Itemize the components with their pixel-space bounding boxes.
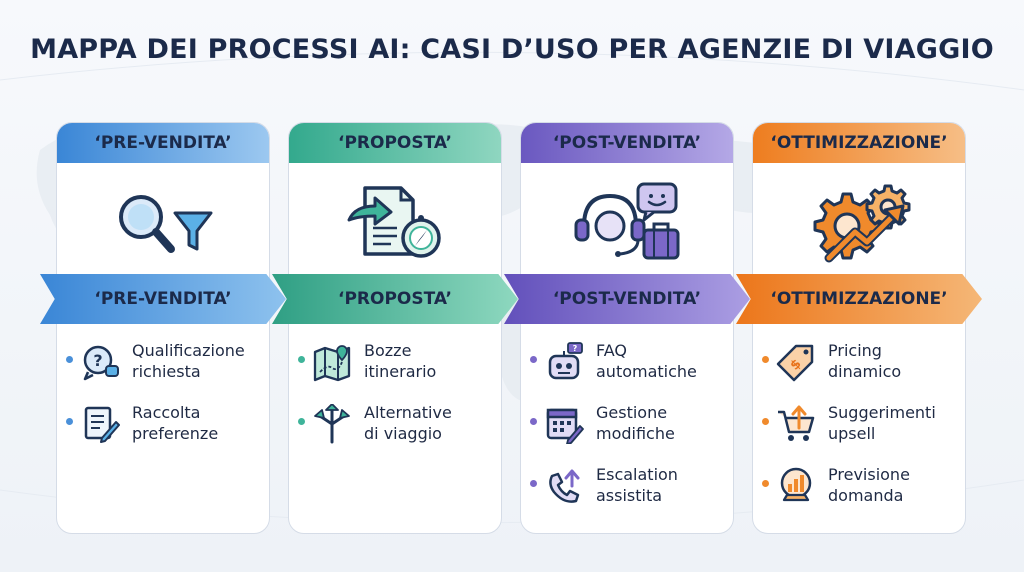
list-item: ? FAQ automatiche	[520, 340, 734, 402]
list-item: Bozze itinerario	[288, 340, 502, 402]
ribbon-pre-vendita: ‘PRE-VENDITA’	[40, 274, 286, 324]
page-title: MAPPA DEI PROCESSI AI: CASI D’USO PER AG…	[30, 34, 994, 65]
card-post-vendita: ‘POST-VENDITA’	[520, 122, 734, 534]
phone-arrow-icon	[549, 469, 580, 503]
bullet-dot	[762, 356, 769, 363]
svg-text:?: ?	[573, 344, 578, 353]
question-bubble-icon: ?	[83, 345, 119, 381]
document-pen-icon	[84, 406, 120, 443]
item-label: Raccolta preferenze	[132, 403, 219, 443]
map-pin-icon	[313, 345, 351, 382]
headset-chat-suitcase-icon	[520, 168, 734, 278]
calendar-icon	[546, 408, 584, 444]
items-ottimizzazione: $ Pricing dinamico Suggerimenti upsell	[752, 340, 966, 526]
column-ottimizzazione: ‘OTTIMIZZAZIONE’ ‘OTTIMIZZAZIONE’ $ Pr	[736, 122, 982, 534]
item-label: Suggerimenti upsell	[828, 403, 936, 443]
price-tag-icon: $	[776, 344, 814, 382]
document-compass-icon	[288, 168, 502, 278]
cart-icon	[778, 405, 815, 441]
card-header-ottimizzazione: ‘OTTIMIZZAZIONE’	[753, 123, 965, 163]
item-label: Gestione modifiche	[596, 403, 675, 443]
bullet-dot	[530, 356, 537, 363]
item-label: Pricing dinamico	[828, 341, 902, 381]
card-proposta: ‘PROPOSTA’	[288, 122, 502, 534]
bullet-dot	[298, 418, 305, 425]
list-item: Gestione modifiche	[520, 402, 734, 464]
item-label: Escalation assistita	[596, 465, 678, 505]
card-ottimizzazione: ‘OTTIMIZZAZIONE’	[752, 122, 966, 534]
item-label: Previsione domanda	[828, 465, 910, 505]
ribbon-post-vendita: ‘POST-VENDITA’	[504, 274, 750, 324]
bullet-dot	[530, 480, 537, 487]
list-item: Raccolta preferenze	[56, 402, 270, 464]
item-label: Alternative di viaggio	[364, 403, 452, 443]
item-label: FAQ automatiche	[596, 341, 697, 381]
items-pre-vendita: ? Qualificazione richiesta Raccolta pref…	[56, 340, 270, 464]
bullet-dot	[762, 480, 769, 487]
items-post-vendita: ? FAQ automatiche Gestione modifiche	[520, 340, 734, 526]
magnifier-funnel-icon	[56, 168, 270, 278]
bullet-dot	[66, 356, 73, 363]
split-arrows-icon	[314, 404, 350, 444]
column-post-vendita: ‘POST-VENDITA’ ‘POST-VENDITA’	[504, 122, 750, 534]
list-item: Previsione domanda	[752, 464, 966, 526]
card-header-proposta: ‘PROPOSTA’	[289, 123, 501, 163]
robot-icon: ?	[548, 342, 583, 380]
svg-text:?: ?	[93, 351, 102, 370]
list-item: ? Qualificazione richiesta	[56, 340, 270, 402]
list-item: $ Pricing dinamico	[752, 340, 966, 402]
list-item: Suggerimenti upsell	[752, 402, 966, 464]
bullet-dot	[66, 418, 73, 425]
crystal-ball-icon	[780, 467, 812, 502]
item-label: Qualificazione richiesta	[132, 341, 245, 381]
item-label: Bozze itinerario	[364, 341, 437, 381]
bullet-dot	[762, 418, 769, 425]
ribbon-proposta: ‘PROPOSTA’	[272, 274, 518, 324]
list-item: Escalation assistita	[520, 464, 734, 526]
ribbon-ottimizzazione: ‘OTTIMIZZAZIONE’	[736, 274, 982, 324]
bullet-dot	[530, 418, 537, 425]
gears-growth-icon	[752, 168, 966, 278]
column-proposta: ‘PROPOSTA’ ‘PROPOSTA’	[272, 122, 518, 534]
items-proposta: Bozze itinerario Alternative di viaggio	[288, 340, 502, 464]
card-header-pre-vendita: ‘PRE-VENDITA’	[57, 123, 269, 163]
list-item: Alternative di viaggio	[288, 402, 502, 464]
bullet-dot	[298, 356, 305, 363]
column-pre-vendita: ‘PRE-VENDITA’ ‘PRE-VENDITA’ ? Qualificaz…	[40, 122, 286, 534]
card-header-post-vendita: ‘POST-VENDITA’	[521, 123, 733, 163]
card-pre-vendita: ‘PRE-VENDITA’	[56, 122, 270, 534]
